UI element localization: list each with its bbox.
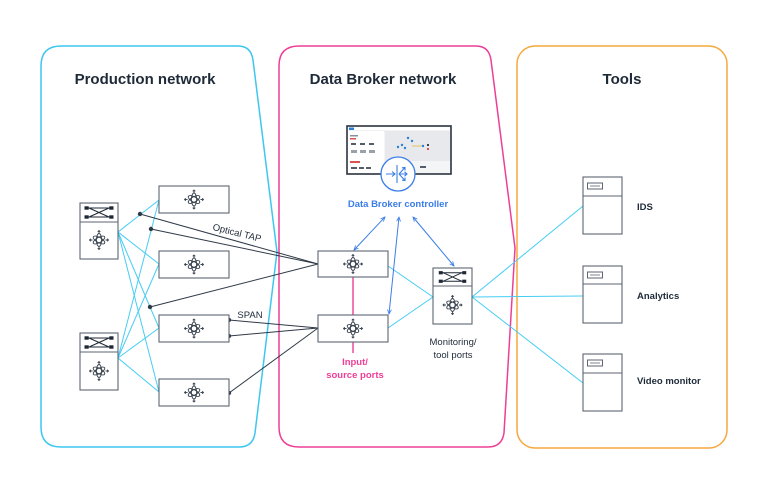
span-link-1: [228, 319, 319, 329]
optical-tap-link-2: [150, 228, 319, 265]
tool-server-ids: [582, 176, 623, 235]
tap-points: [137, 211, 232, 396]
data-broker-controller-icon: [380, 156, 416, 192]
monitoring-switch: [432, 267, 473, 325]
tool-server-video-monitor: [582, 353, 623, 412]
controller-label: Data Broker controller: [348, 199, 449, 210]
leaf-switch-1: [158, 185, 230, 214]
monitoring-ports-label-line1: Monitoring/: [430, 337, 477, 348]
link-monitoring-ids: [471, 205, 584, 298]
link-spine1-leaf2: [117, 231, 160, 265]
optical-tap-link-3: [149, 263, 319, 308]
zone-title-production-network: Production network: [75, 71, 216, 88]
span-link-2: [228, 327, 319, 337]
controller-arrow-input1: [354, 217, 385, 250]
controller-arrows: [354, 217, 454, 314]
input-switch-1: [317, 250, 389, 278]
tap-point: [147, 304, 153, 310]
spine-switch-2: [79, 332, 119, 391]
tool-server-analytics: [582, 265, 623, 324]
span-label: SPAN: [237, 310, 262, 321]
controller-arrow-input2: [389, 217, 399, 314]
link-spine2-leaf4: [117, 357, 160, 393]
zone-tools: [516, 45, 728, 449]
link-monitoring-analytics: [471, 295, 584, 298]
leaf-switch-2: [158, 250, 230, 279]
link-input2-monitoring: [387, 296, 434, 329]
tap-point: [148, 226, 154, 232]
server-tower-icon: [582, 265, 623, 324]
spine-switch-1: [79, 202, 119, 260]
tool-label-ids: IDS: [637, 202, 653, 213]
zone-data-broker-network: [278, 45, 516, 448]
link-spine2-leaf3: [117, 327, 160, 359]
input-ports-label-line1: Input/: [342, 357, 368, 368]
controller-arrow-monitoring: [413, 217, 454, 266]
input-ports-label-line2: source ports: [326, 370, 384, 381]
input-switch-2: [317, 314, 389, 343]
cyan-links: [117, 199, 584, 393]
link-input1-monitoring: [387, 265, 434, 298]
monitoring-ports-label-line2: tool ports: [433, 350, 472, 361]
leaf-switch-4: [158, 378, 230, 407]
controller-glyph: [386, 165, 408, 183]
link-spine1-leaf1: [117, 199, 160, 233]
data-broker-controller: Data Broker controller: [346, 125, 452, 210]
link-spine2-leaf1: [117, 199, 160, 359]
zone-title-tools: Tools: [603, 71, 642, 88]
leaf-switch-3: [158, 314, 230, 343]
tap-point: [137, 211, 143, 217]
zone-production-network: [40, 45, 278, 448]
link-spine2-leaf2: [117, 263, 160, 359]
span-link-3: [228, 327, 319, 394]
tool-label-video-monitor: Video monitor: [637, 376, 701, 387]
zone-title-data-broker-network: Data Broker network: [310, 71, 457, 88]
tool-label-analytics: Analytics: [637, 291, 679, 302]
tap-span-links: [139, 213, 319, 394]
link-monitoring-video: [471, 296, 584, 384]
optical-tap-link-1: [139, 213, 319, 265]
